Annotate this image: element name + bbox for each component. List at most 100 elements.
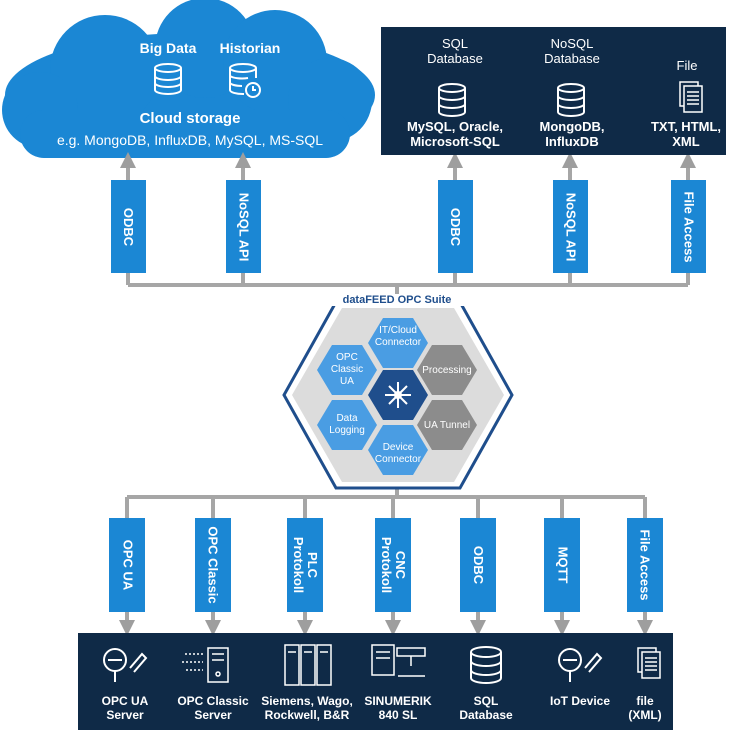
cloud-label-historian: Historian bbox=[219, 40, 281, 56]
top-connector-odbc-2[interactable]: ODBC bbox=[438, 180, 473, 273]
nosql-sub-line2: InfluxDB bbox=[545, 134, 599, 149]
plc-icon bbox=[284, 644, 332, 686]
hex-device-connector bbox=[368, 425, 428, 475]
bottom-connector-label: OPC UA bbox=[120, 539, 135, 591]
bottom-label-opc-ua-server: OPC UA Server bbox=[90, 694, 160, 722]
sql-database-title: SQL Database bbox=[400, 36, 510, 66]
bottom-label-file-xml: file (XML) bbox=[620, 694, 670, 722]
bottom-connector-label: File Access bbox=[638, 529, 653, 601]
hex-line: Logging bbox=[329, 425, 365, 436]
hex-line: UA bbox=[340, 376, 354, 387]
top-connector-odbc-1[interactable]: ODBC bbox=[111, 180, 146, 273]
top-connector-lines bbox=[120, 152, 696, 300]
bottom-label-sql-database: SQL Database bbox=[448, 694, 524, 722]
line: Server bbox=[194, 708, 232, 722]
bottom-label-opc-classic-server: OPC Classic Server bbox=[170, 694, 256, 722]
line: file bbox=[636, 694, 654, 708]
top-connector-nosql-api-2[interactable]: NoSQL API bbox=[553, 180, 588, 273]
opc-classic-server-icon bbox=[182, 647, 229, 683]
hex-line: Connector bbox=[374, 337, 422, 348]
file-title: File bbox=[676, 58, 698, 73]
historian-icon bbox=[228, 63, 261, 98]
line: PLC bbox=[305, 552, 320, 578]
hex-line: Data bbox=[336, 413, 358, 424]
line: Protokoll bbox=[291, 536, 306, 594]
opc-ua-server-icon bbox=[103, 648, 148, 682]
nosql-sub-line1: MongoDB, bbox=[539, 119, 605, 134]
line: Rockwell, B&R bbox=[264, 708, 350, 722]
inner-hexagons bbox=[317, 318, 477, 475]
sql-sub-line2: Microsoft-SQL bbox=[410, 134, 500, 149]
hex-opc-classic-ua bbox=[317, 345, 377, 395]
bottom-label-iot-device: IoT Device bbox=[540, 694, 620, 708]
bottom-connector-file-access[interactable]: File Access bbox=[627, 518, 663, 612]
line: ODBC bbox=[471, 545, 486, 585]
top-connector-nosql-api-1[interactable]: NoSQL API bbox=[226, 180, 261, 273]
bottom-connector-opc-ua[interactable]: OPC UA bbox=[109, 518, 145, 612]
sql-title-line2: Database bbox=[427, 51, 483, 66]
line: CNC bbox=[393, 550, 408, 580]
hex-label-device-connector: Device Connector bbox=[368, 442, 428, 466]
file-sub-line2: XML bbox=[672, 134, 700, 149]
nosql-database-title: NoSQL Database bbox=[520, 36, 624, 66]
line: Server bbox=[106, 708, 144, 722]
hex-data-logging bbox=[317, 400, 377, 450]
suite-title: dataFEED OPC Suite bbox=[322, 294, 472, 306]
xml-file-icon bbox=[637, 647, 661, 679]
hex-ua-tunnel bbox=[417, 400, 477, 450]
hex-label-ua-tunnel: UA Tunnel bbox=[417, 420, 477, 432]
line: IoT Device bbox=[549, 694, 611, 708]
bottom-connector-odbc[interactable]: ODBC bbox=[460, 518, 496, 612]
nosql-database-subtitle: MongoDB, InfluxDB bbox=[520, 119, 624, 149]
sql-database-subtitle: MySQL, Oracle, Microsoft-SQL bbox=[400, 119, 510, 149]
bottom-connector-label: MQTT bbox=[555, 547, 570, 584]
line: OPC UA bbox=[120, 539, 135, 591]
hex-it-cloud bbox=[368, 318, 428, 368]
line: Database bbox=[459, 708, 513, 722]
bottom-connector-opc-classic[interactable]: OPC Classic bbox=[195, 518, 231, 612]
hex-label-processing: Processing bbox=[417, 365, 477, 377]
line: File Access bbox=[638, 529, 653, 601]
cloud-label-big-data: Big Data bbox=[139, 40, 197, 56]
bottom-label-sinumerik: SINUMERIK 840 SL bbox=[360, 694, 436, 722]
nosql-title-line1: NoSQL bbox=[550, 36, 594, 51]
hex-line: UA Tunnel bbox=[423, 420, 471, 431]
cloud-title: Cloud storage bbox=[139, 110, 241, 127]
top-connector-file-access[interactable]: File Access bbox=[671, 180, 706, 273]
file-subtitle: TXT, HTML, XML bbox=[644, 119, 728, 149]
hex-line: Processing bbox=[422, 365, 472, 376]
top-connector-label: File Access bbox=[681, 190, 697, 263]
bottom-connector-mqtt[interactable]: MQTT bbox=[544, 518, 580, 612]
line: 840 SL bbox=[378, 708, 418, 722]
file-sub-line1: TXT, HTML, bbox=[650, 119, 722, 134]
nosql-title-line2: Database bbox=[544, 51, 600, 66]
line: OPC Classic bbox=[206, 526, 222, 604]
cnc-machine-icon bbox=[371, 644, 426, 677]
bottom-label-plc: Siemens, Wago, Rockwell, B&R bbox=[258, 694, 356, 722]
cloud-subtitle: e.g. MongoDB, InfluxDB, MySQL, MS-SQL bbox=[56, 132, 324, 148]
line: OPC Classic bbox=[177, 694, 249, 708]
line: (XML) bbox=[628, 708, 662, 722]
sql-sub-line1: MySQL, Oracle, bbox=[406, 119, 504, 134]
bottom-connector-label: ODBC bbox=[471, 545, 486, 585]
bottom-connector-label: OPC Classic bbox=[206, 526, 222, 604]
bottom-connector-lines bbox=[119, 488, 653, 636]
sql-database-icon bbox=[438, 83, 466, 117]
hex-line: IT/Cloud bbox=[379, 325, 417, 336]
hex-label-it-cloud: IT/Cloud Connector bbox=[368, 325, 428, 349]
iot-device-icon bbox=[558, 648, 603, 682]
database-icon bbox=[154, 63, 182, 95]
line: SQL bbox=[473, 694, 499, 708]
top-connector-label: ODBC bbox=[121, 207, 137, 246]
hex-line: Classic bbox=[330, 364, 364, 375]
center-arrows-icon bbox=[385, 382, 411, 408]
top-connector-label: ODBC bbox=[448, 207, 464, 246]
line: OPC UA bbox=[101, 694, 149, 708]
nosql-database-icon bbox=[557, 83, 585, 117]
file-icon bbox=[679, 81, 703, 113]
